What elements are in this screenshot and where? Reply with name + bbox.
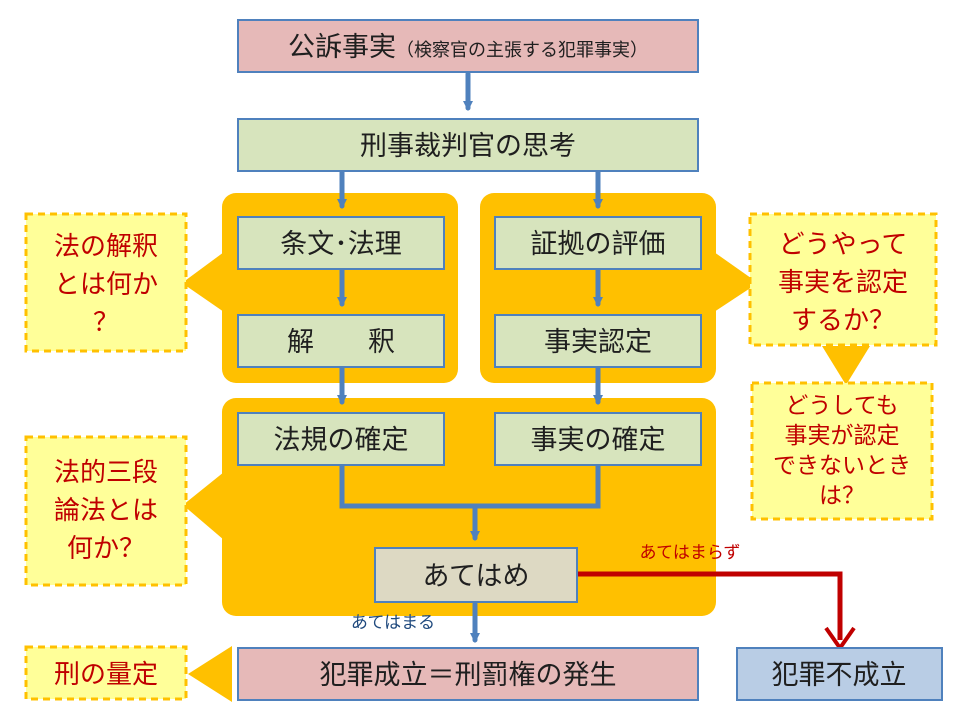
application-text: あてはめ [423, 561, 530, 592]
evidence-eval-text: 証拠の評価 [531, 229, 666, 260]
callout-line: するか？ [791, 306, 895, 336]
callout-line: どうしても [785, 393, 898, 419]
svg-text:公訴事実（検察官の主張する犯罪事実）: 公訴事実（検察官の主張する犯罪事実） [288, 32, 648, 63]
callout-line: 論法とは [54, 496, 158, 526]
box-indictment: 公訴事実（検察官の主張する犯罪事実） [237, 19, 699, 73]
box-statute-doctrine: 条文･法理 [237, 216, 445, 270]
callout-line: 事実を認定 [778, 268, 908, 298]
box-judge-thinking: 刑事裁判官の思考 [237, 118, 699, 172]
box-interpretation: 解 釈 [237, 314, 445, 368]
law-confirmed-text: 法規の確定 [274, 425, 409, 456]
callout-line: は？ [819, 483, 865, 509]
callout-interpretation-question: 法の解釈 とは何か ？ [24, 212, 188, 353]
indictment-note-text: （検察官の主張する犯罪事実） [396, 40, 648, 61]
callout-line: 法の解釈 [54, 232, 158, 262]
box-law-confirmed: 法規の確定 [237, 412, 445, 466]
statute-doctrine-text: 条文･法理 [280, 229, 402, 260]
box-application: あてはめ [374, 547, 578, 603]
label-not-applicable: あてはまらず [640, 543, 741, 563]
callout-line: 事実が認定 [785, 423, 900, 449]
interpretation-text: 解 釈 [287, 327, 395, 358]
fact-finding-pointer-down [822, 346, 870, 385]
sentencing-pointer [188, 646, 232, 702]
crime-not-established-text: 犯罪不成立 [772, 660, 907, 691]
merge-line-to-application [339, 463, 601, 509]
box-crime-not-established: 犯罪不成立 [736, 647, 943, 701]
fact-confirmed-text: 事実の確定 [531, 425, 666, 456]
indictment-main-text: 公訴事実 [288, 32, 396, 63]
crime-established-text: 犯罪成立＝刑罰権の発生 [320, 660, 617, 691]
judge-thinking-text: 刑事裁判官の思考 [360, 131, 576, 162]
fact-finding-text: 事実認定 [544, 327, 652, 358]
callout-line: 法的三段 [54, 458, 158, 488]
box-fact-finding: 事実認定 [494, 314, 702, 368]
callout-fact-finding-question: どうやって 事実を認定 するか？ [748, 212, 938, 347]
box-fact-confirmed: 事実の確定 [494, 412, 702, 466]
callout-line: 何か？ [67, 534, 145, 564]
callout-line: できないとき [773, 453, 911, 479]
label-applicable: あてはまる [351, 613, 435, 633]
callout-sentencing: 刑の量定 [24, 645, 188, 701]
callout-cannot-find-question: どうしても 事実が認定 できないとき は？ [750, 381, 934, 521]
callout-line: どうやって [779, 230, 908, 260]
flow-connectors [337, 71, 603, 643]
sentencing-text: 刑の量定 [54, 660, 158, 690]
callout-line: とは何か [54, 270, 158, 300]
callout-syllogism-question: 法的三段 論法とは 何か？ [24, 435, 188, 587]
box-evidence-eval: 証拠の評価 [494, 216, 702, 270]
callout-line: ？ [93, 308, 119, 338]
box-crime-established: 犯罪成立＝刑罰権の発生 [237, 647, 699, 701]
